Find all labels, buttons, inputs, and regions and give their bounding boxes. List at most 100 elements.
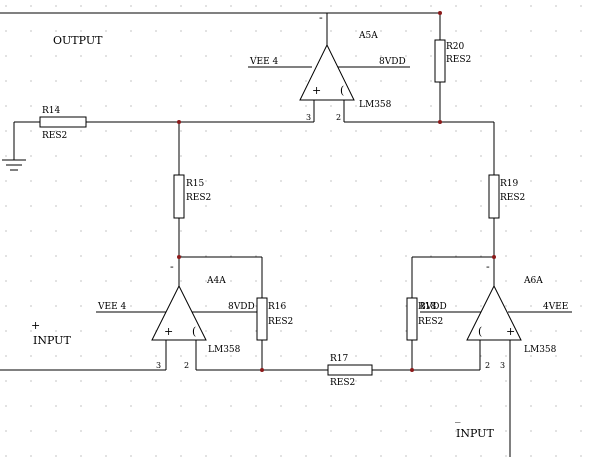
grid-dot <box>80 205 82 207</box>
grid-dot <box>480 80 482 82</box>
grid-dot <box>80 280 82 282</box>
grid-dot <box>505 255 507 257</box>
grid-dot <box>305 455 307 457</box>
grid-dot <box>430 280 432 282</box>
grid-dot <box>55 355 57 357</box>
grid-dot <box>455 5 457 7</box>
grid-dot <box>580 155 582 157</box>
grid-dot <box>380 355 382 357</box>
grid-dot <box>5 355 7 357</box>
grid-dot <box>5 330 7 332</box>
grid-dot <box>305 230 307 232</box>
opamp-a4[interactable] <box>151 284 207 341</box>
grid-dot <box>280 30 282 32</box>
grid-dot <box>330 180 332 182</box>
grid-dot <box>455 405 457 407</box>
grid-dot <box>380 30 382 32</box>
grid-dot <box>205 205 207 207</box>
opamp-a5-in-b: ( <box>340 84 344 97</box>
grid-dot <box>30 105 32 107</box>
grid-dot <box>55 130 57 132</box>
grid-dot <box>430 230 432 232</box>
grid-dot <box>505 455 507 457</box>
grid-dot <box>105 355 107 357</box>
grid-dot <box>480 305 482 307</box>
grid-dot <box>105 430 107 432</box>
grid-dot <box>130 130 132 132</box>
grid-dot <box>55 280 57 282</box>
grid-dot <box>580 180 582 182</box>
resistor-r20[interactable] <box>434 39 446 83</box>
grid-dot <box>305 105 307 107</box>
grid-dot <box>230 305 232 307</box>
grid-dot <box>255 230 257 232</box>
grid-dot <box>505 180 507 182</box>
opamp-a6-right-supply: 4VEE <box>543 302 568 312</box>
opamp-a6[interactable] <box>466 284 522 341</box>
grid-dot <box>555 430 557 432</box>
grid-dot <box>130 30 132 32</box>
opamp-a6-in-a: ( <box>478 325 482 338</box>
grid-dot <box>555 30 557 32</box>
grid-dot <box>255 5 257 7</box>
grid-dot <box>555 5 557 7</box>
resistor-r15[interactable] <box>173 174 185 219</box>
grid-dot <box>105 330 107 332</box>
grid-dot <box>305 180 307 182</box>
grid-dot <box>205 455 207 457</box>
grid-dot <box>155 255 157 257</box>
grid-dot <box>280 255 282 257</box>
grid-dot <box>30 455 32 457</box>
grid-dot <box>305 355 307 357</box>
grid-dot <box>255 80 257 82</box>
grid-dot <box>405 80 407 82</box>
opamp-a4-in-a: + <box>164 325 173 338</box>
grid-dot <box>80 230 82 232</box>
grid-dot <box>80 305 82 307</box>
ground-symbol <box>2 159 26 171</box>
grid-dot <box>30 430 32 432</box>
grid-dot <box>255 405 257 407</box>
grid-dot <box>405 255 407 257</box>
grid-dot <box>5 430 7 432</box>
grid-dot <box>480 355 482 357</box>
resistor-r19[interactable] <box>488 174 500 219</box>
grid-dot <box>280 205 282 207</box>
grid-dot <box>430 55 432 57</box>
grid-dot <box>130 230 132 232</box>
grid-dot <box>455 355 457 357</box>
opamp-a5[interactable] <box>299 43 355 101</box>
opamp-a4-out-sign: - <box>170 260 174 273</box>
grid-dot <box>130 255 132 257</box>
grid-dot <box>30 205 32 207</box>
grid-dot <box>155 130 157 132</box>
resistor-r18[interactable] <box>406 297 418 341</box>
grid-dot <box>355 455 357 457</box>
grid-dot <box>5 5 7 7</box>
opamp-a6-out-sign: - <box>486 260 490 273</box>
grid-dot <box>380 80 382 82</box>
grid-dot <box>455 205 457 207</box>
resistor-r14[interactable] <box>39 116 87 128</box>
grid-dot <box>455 130 457 132</box>
grid-dot <box>30 155 32 157</box>
resistor-r16[interactable] <box>256 297 268 341</box>
grid-dot <box>130 80 132 82</box>
grid-dot <box>205 380 207 382</box>
grid-dot <box>105 130 107 132</box>
grid-dot <box>80 455 82 457</box>
grid-dot <box>55 255 57 257</box>
resistor-r17[interactable] <box>327 364 373 376</box>
opamp-a5-part: LM358 <box>359 100 392 110</box>
grid-dot <box>355 430 357 432</box>
junction-dots <box>177 11 496 372</box>
grid-dot <box>305 30 307 32</box>
grid-dot <box>430 80 432 82</box>
opamp-a4-right-supply: 8VDD <box>228 302 255 312</box>
grid-dot <box>405 155 407 157</box>
grid-dot <box>230 280 232 282</box>
grid-dot <box>430 330 432 332</box>
grid-dot <box>205 130 207 132</box>
grid-dot <box>130 330 132 332</box>
grid-dot <box>455 430 457 432</box>
